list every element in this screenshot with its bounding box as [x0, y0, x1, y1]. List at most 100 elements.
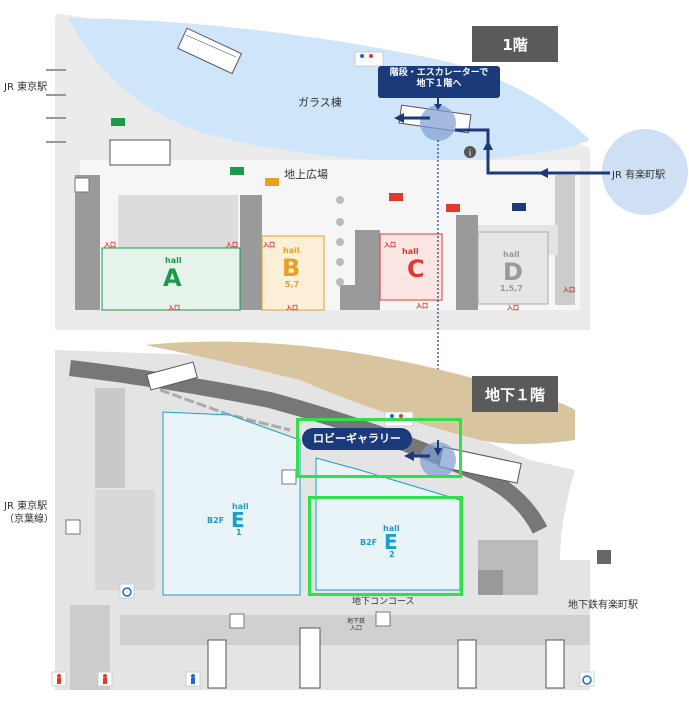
plaza-label: 地上広場 — [284, 168, 328, 181]
jr-yurakucho-marker — [602, 129, 688, 215]
wall-block — [240, 195, 262, 310]
hall-c-area[interactable] — [379, 233, 443, 301]
hall-b-area[interactable] — [261, 235, 325, 311]
entrance-label: 入口 — [286, 305, 299, 312]
highlight-hall-e2 — [308, 496, 463, 596]
restroom-icon — [354, 51, 384, 67]
route-arrowhead — [483, 140, 493, 150]
pillar — [336, 196, 344, 204]
subway-entrance-label: 地下鉄 入口 — [347, 618, 366, 633]
entrance-label: 入口 — [168, 305, 181, 312]
hall-e1-area[interactable] — [162, 411, 301, 596]
escalator-icon — [545, 639, 565, 689]
route-line — [455, 128, 610, 175]
callout-pointer — [434, 104, 442, 110]
hall-b-floors: 5,7 — [285, 280, 300, 289]
entrance-label: 入口 — [507, 305, 520, 312]
wall-block — [75, 175, 100, 310]
hall-e1-letter[interactable]: E — [231, 508, 245, 532]
floor-badge-b1: 地下１階 — [472, 376, 558, 412]
wall-block — [340, 285, 380, 310]
sign-icon — [446, 204, 460, 212]
wall-block — [555, 175, 575, 305]
sign-icon — [111, 118, 125, 126]
escalator-highlight — [420, 442, 456, 478]
hall-e1-prefix: B2F — [207, 516, 225, 525]
subway-yurakucho-label: 地下鉄有楽町駅 — [568, 600, 638, 611]
wall-block — [478, 570, 503, 595]
sign-icon — [265, 178, 279, 186]
hall-e2-tag: hall — [383, 524, 400, 533]
wall-block — [95, 388, 125, 488]
highlight-lobby-gallery — [296, 418, 462, 478]
entrance-label: 入口 — [263, 242, 276, 249]
floor-badge-1f: 1階 — [472, 26, 558, 62]
escalator-icon — [146, 361, 198, 391]
hall-c-tag: hall — [402, 247, 419, 256]
escalator-highlight — [420, 105, 456, 141]
pillar — [336, 278, 344, 286]
plaza-block — [118, 195, 238, 250]
hall-b-letter[interactable]: B — [282, 254, 301, 282]
callout-pointer — [434, 448, 442, 456]
glass-building-label: ガラス棟 — [298, 96, 342, 109]
restroom-icon — [185, 671, 201, 687]
entrance-label: 入口 — [226, 242, 239, 249]
baby-icon — [597, 550, 611, 564]
tan-concourse-arc — [145, 341, 575, 444]
jr-tokyo-label: JR 東京駅 — [4, 82, 48, 93]
hall-e2-number: 2 — [389, 550, 395, 559]
sign-icon — [230, 167, 244, 175]
pillar — [336, 258, 344, 266]
hall-c-letter[interactable]: C — [407, 255, 425, 283]
pillar — [336, 238, 344, 246]
wall-block — [456, 215, 478, 310]
hall-d-letter[interactable]: D — [503, 258, 523, 286]
hall-a-letter[interactable]: A — [163, 264, 182, 292]
sign-icon — [389, 193, 403, 201]
hall-d-floors: 1,5,7 — [500, 284, 523, 293]
route-arrowhead — [538, 168, 548, 178]
elevator-icon — [74, 177, 90, 193]
sign-icon — [512, 203, 526, 211]
jr-yurakucho-label: JR 有楽町駅 — [612, 170, 666, 181]
elevator-icon — [229, 613, 245, 629]
stairs — [109, 139, 171, 166]
entrance-label: 入口 — [384, 242, 397, 249]
escalator-callout: 階段・エスカレーターで 地下１階へ — [378, 66, 500, 98]
hall-e2-prefix: B2F — [360, 538, 378, 547]
elevator-icon — [281, 469, 297, 485]
concourse-strip — [120, 615, 590, 645]
hall-d-tag: hall — [503, 250, 520, 259]
jr-tokyo-keiyo-label: JR 東京駅 （京葉線） — [4, 501, 54, 525]
info-icon — [464, 146, 476, 158]
hall-a-tag: hall — [165, 256, 182, 265]
restroom-icon — [97, 671, 113, 687]
concourse-label: 地下コンコース — [352, 597, 415, 607]
hall-e1-tag: hall — [232, 502, 249, 511]
hall-d-area[interactable] — [477, 231, 549, 305]
jr-platform-ticks — [46, 69, 66, 143]
escalator-icon — [177, 27, 243, 75]
lobby-gallery-callout[interactable]: ロビーギャラリー — [302, 428, 412, 450]
pillar — [336, 218, 344, 226]
escalator-icon — [457, 639, 477, 689]
svg-text:i: i — [469, 149, 472, 159]
escalator-icon — [207, 639, 227, 689]
hall-e2-letter[interactable]: E — [384, 530, 398, 554]
wall-block — [95, 490, 155, 590]
wheelchair-icon — [119, 583, 135, 599]
route-arrowhead — [404, 451, 414, 461]
entrance-label: 入口 — [563, 287, 576, 294]
escalator-icon — [299, 627, 321, 689]
elevator-icon — [375, 611, 391, 627]
entrance-label: 入口 — [104, 242, 117, 249]
hall-b-tag: hall — [283, 246, 300, 255]
route-arrowhead — [394, 113, 404, 123]
entrance-label: 入口 — [416, 303, 429, 310]
hall-e1-number: 1 — [236, 528, 242, 537]
wheelchair-icon — [579, 671, 595, 687]
hall-a-area[interactable] — [101, 247, 241, 311]
elevator-icon — [65, 519, 81, 535]
